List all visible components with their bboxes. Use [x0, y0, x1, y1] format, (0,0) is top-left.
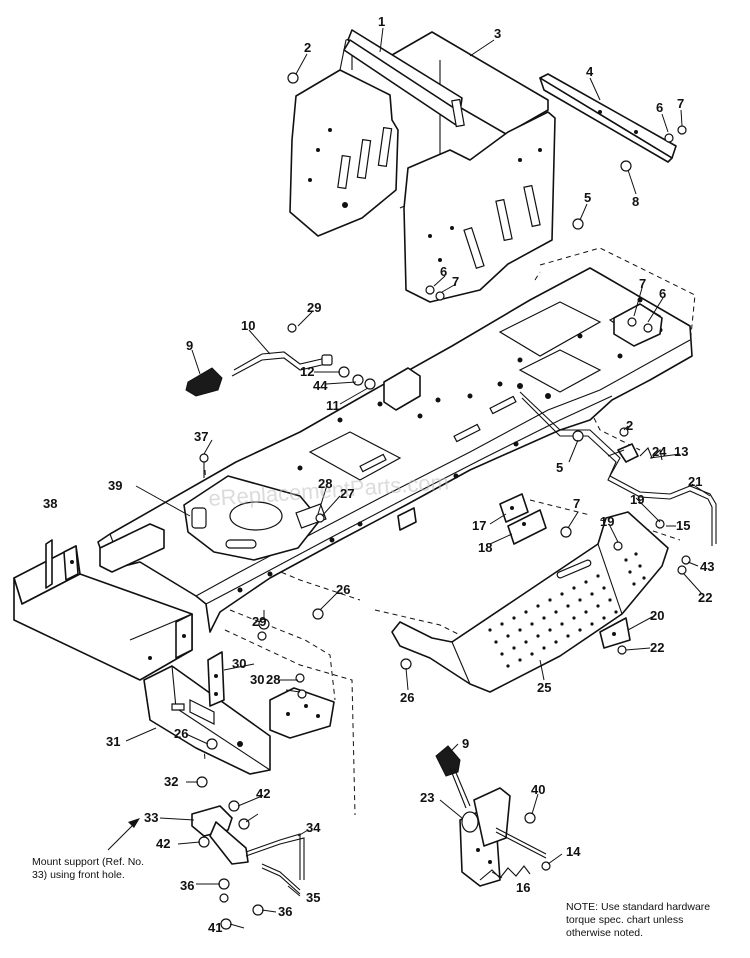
callout-6b: 6 [440, 264, 447, 279]
callout-42b: 42 [156, 836, 170, 851]
callout-32: 32 [164, 774, 178, 789]
callout-17: 17 [472, 518, 486, 533]
callout-40: 40 [531, 782, 545, 797]
callout-8: 8 [632, 194, 639, 209]
callout-36: 36 [180, 878, 194, 893]
seat-support-left-panel [290, 38, 398, 236]
callout-38: 38 [43, 496, 57, 511]
callout-2: 2 [304, 40, 311, 55]
mount-note-line-2: 33) using front hole. [32, 869, 125, 881]
mount-support-note: Mount support (Ref. No. 33) using front … [32, 856, 162, 882]
seat-rail-bar [344, 30, 464, 126]
callout-28b: 28 [266, 672, 280, 687]
angle-bracket [540, 74, 676, 162]
mount-note-line-1: Mount support (Ref. No. [32, 856, 145, 868]
callout-35: 35 [306, 890, 320, 905]
callout-26: 26 [336, 582, 350, 597]
callout-30: 30 [232, 656, 246, 671]
callout-5: 5 [584, 190, 591, 205]
callout-19b: 19 [600, 514, 614, 529]
callout-22b: 22 [650, 640, 664, 655]
knob-icon [186, 368, 222, 396]
callout-5b: 5 [556, 460, 563, 475]
callout-41: 41 [208, 920, 222, 935]
callout-44: 44 [313, 378, 328, 393]
callout-33: 33 [144, 810, 158, 825]
callout-42: 42 [256, 786, 270, 801]
callout-9b: 9 [462, 736, 469, 751]
callout-4: 4 [586, 64, 594, 79]
callout-26c: 26 [174, 726, 188, 741]
callout-11: 11 [326, 398, 340, 413]
hardware-torque-note: NOTE: Use standard hardware torque spec.… [566, 901, 736, 940]
hardware-note-line-1: NOTE: Use standard hardware [566, 901, 711, 913]
hardware-note-line-2: torque spec. chart unless [566, 914, 684, 926]
seat-support-right-panel [308, 112, 555, 302]
callout-29b: 29 [252, 614, 266, 629]
support-brackets [208, 652, 334, 738]
callout-19: 19 [630, 492, 644, 507]
footrest-brackets [500, 494, 630, 648]
callout-30b: 30 [250, 672, 264, 687]
callout-3: 3 [494, 26, 501, 41]
callout-27: 27 [340, 486, 354, 501]
footrest-perforations [488, 552, 646, 668]
callout-9: 9 [186, 338, 193, 353]
hardware [197, 73, 690, 929]
callout-16: 16 [516, 880, 530, 895]
callout-24: 24 [652, 444, 667, 459]
callout-1: 1 [378, 14, 385, 29]
callout-10: 10 [241, 318, 255, 333]
callout-7c: 7 [639, 276, 646, 291]
callout-36b: 36 [278, 904, 292, 919]
callout-6: 6 [656, 100, 663, 115]
footrest [392, 512, 668, 692]
callout-12: 12 [300, 364, 314, 379]
callout-21: 21 [688, 474, 702, 489]
callout-29: 29 [307, 300, 321, 315]
shift-rod [232, 352, 332, 376]
rear-bumper [14, 540, 192, 680]
lever-assembly [436, 746, 546, 886]
callout-39: 39 [108, 478, 122, 493]
callout-26b: 26 [400, 690, 414, 705]
callout-7b: 7 [452, 274, 459, 289]
callout-numbers: 1 2 3 4 6 7 8 5 6 7 7 6 29 10 9 12 44 11… [43, 14, 714, 935]
callout-7d: 7 [573, 496, 580, 511]
callout-2b: 2 [626, 418, 633, 433]
callout-31: 31 [106, 734, 120, 749]
callout-23: 23 [420, 790, 434, 805]
callout-43: 43 [700, 559, 714, 574]
callout-37: 37 [194, 429, 208, 444]
callout-20: 20 [650, 608, 664, 623]
axle-links [192, 806, 304, 894]
callout-28: 28 [318, 476, 332, 491]
callout-22: 22 [698, 590, 712, 605]
callout-14: 14 [566, 844, 581, 859]
callout-6c: 6 [659, 286, 666, 301]
main-frame [98, 268, 692, 632]
hardware-note-line-3: otherwise noted. [566, 927, 644, 939]
leader-lines [108, 28, 710, 928]
callout-7: 7 [677, 96, 684, 111]
callout-13: 13 [674, 444, 688, 459]
callout-34: 34 [306, 820, 321, 835]
callout-15: 15 [676, 518, 690, 533]
callout-25: 25 [537, 680, 551, 695]
callout-18: 18 [478, 540, 492, 555]
